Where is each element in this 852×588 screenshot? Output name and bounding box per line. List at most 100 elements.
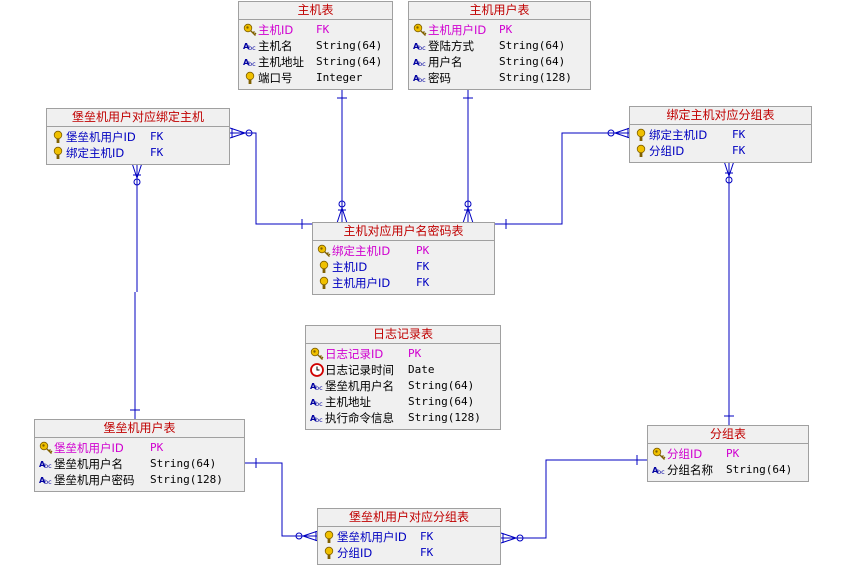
entity-title: 主机用户表	[409, 2, 590, 20]
rel-group-to-bastiongroup[interactable]	[501, 459, 648, 539]
field-type: FK	[420, 546, 434, 559]
svg-text:bc: bc	[44, 478, 52, 486]
svg-text:bc: bc	[315, 400, 323, 408]
svg-text:bc: bc	[315, 416, 323, 424]
svg-text:bc: bc	[418, 44, 426, 52]
svg-text:A: A	[310, 414, 317, 423]
field-name: 主机ID	[332, 260, 368, 274]
field-type: String(64)	[316, 55, 383, 68]
field-name: 登陆方式	[428, 39, 474, 53]
field-type: String(128)	[408, 411, 481, 424]
crow-foot-marker	[229, 127, 247, 139]
entity-title: 绑定主机对应分组表	[630, 107, 811, 125]
field-row[interactable]: 主机ID FK	[239, 22, 392, 38]
svg-text:bc: bc	[44, 462, 52, 470]
field-name: 日志记录ID	[325, 347, 384, 361]
crow-foot-marker	[613, 127, 631, 139]
field-type: Date	[408, 363, 435, 376]
field-type: PK	[416, 244, 430, 257]
field-name: 堡垒机用户ID	[54, 441, 124, 455]
crow-foot-marker	[131, 162, 143, 180]
field-type: FK	[416, 260, 430, 273]
svg-text:bc: bc	[418, 76, 426, 84]
field-type: String(64)	[408, 395, 475, 408]
optional-marker	[338, 200, 346, 208]
field-name: 堡垒机用户名	[325, 379, 394, 393]
svg-text:bc: bc	[248, 60, 256, 68]
field-type: PK	[499, 23, 513, 36]
crow-foot-marker	[500, 532, 518, 544]
field-type: PK	[726, 447, 740, 460]
rel-hostuserpass-to-bindgroup[interactable]	[495, 132, 630, 225]
crow-foot-marker	[723, 160, 735, 178]
entity-title: 堡垒机用户表	[35, 420, 244, 438]
field-type: String(64)	[726, 463, 793, 476]
field-type: String(128)	[499, 71, 572, 84]
field-type: FK	[316, 23, 330, 36]
field-type: String(64)	[316, 39, 383, 52]
entity-title: 堡垒机用户对应绑定主机	[47, 109, 229, 127]
field-type: FK	[732, 128, 746, 141]
svg-text:bc: bc	[418, 60, 426, 68]
svg-text:A: A	[652, 466, 659, 475]
field-row[interactable]: 主机ID FK	[313, 259, 494, 275]
crow-foot-marker	[462, 206, 474, 224]
field-name: 主机用户ID	[332, 276, 391, 290]
field-type: Integer	[316, 71, 363, 84]
field-name: 绑定主机ID	[649, 128, 708, 142]
rel-bastionuser-to-bastiongroup[interactable]	[245, 462, 318, 537]
field-name: 分组名称	[667, 463, 713, 477]
entity-title: 日志记录表	[306, 326, 500, 344]
svg-text:bc: bc	[657, 468, 665, 476]
rel-hostuserpass-to-bastionbind[interactable]	[230, 132, 313, 225]
field-row[interactable]: 绑定主机ID FK	[630, 127, 811, 143]
rel-bastionuser-to-bastionbind[interactable]	[134, 163, 138, 420]
entity-title: 主机表	[239, 2, 392, 20]
field-row[interactable]: 端口号 Integer	[239, 70, 392, 86]
field-name: 主机地址	[325, 395, 371, 409]
crow-foot-marker	[301, 530, 319, 542]
field-name: 密码	[428, 71, 451, 85]
field-type: FK	[732, 144, 746, 157]
svg-text:bc: bc	[315, 384, 323, 392]
field-name: 端口号	[258, 71, 293, 85]
field-name: 主机ID	[258, 23, 294, 37]
